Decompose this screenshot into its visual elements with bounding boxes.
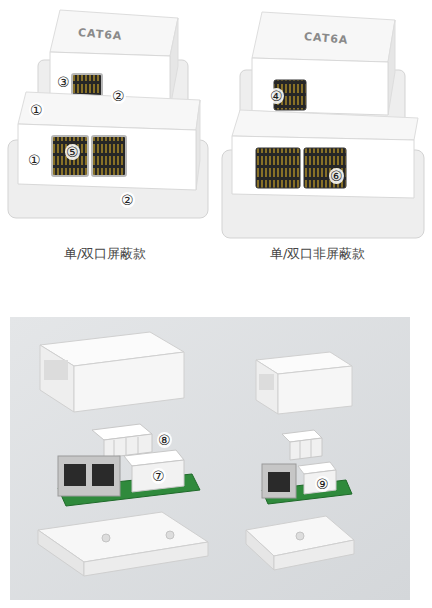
product-marking: CAT6A	[78, 27, 123, 42]
callout-number: ⑧	[157, 432, 172, 448]
callout-number: ②	[120, 192, 135, 208]
callout-number: ④	[269, 88, 284, 104]
product-marking: CAT6A	[304, 31, 349, 46]
caption: 单/双口非屏蔽款	[270, 247, 365, 260]
caption: 单/双口屏蔽款	[64, 247, 146, 260]
callout-number: ⑨	[315, 476, 330, 492]
callout-number: ⑦	[151, 468, 166, 484]
callout-number: ⑥	[329, 168, 344, 184]
callout-number: ③	[56, 74, 71, 90]
callout-number: ①	[29, 102, 44, 118]
callout-number: ①	[27, 152, 42, 168]
callout-number: ②	[111, 88, 126, 104]
callout-number: ⑤	[65, 144, 80, 160]
